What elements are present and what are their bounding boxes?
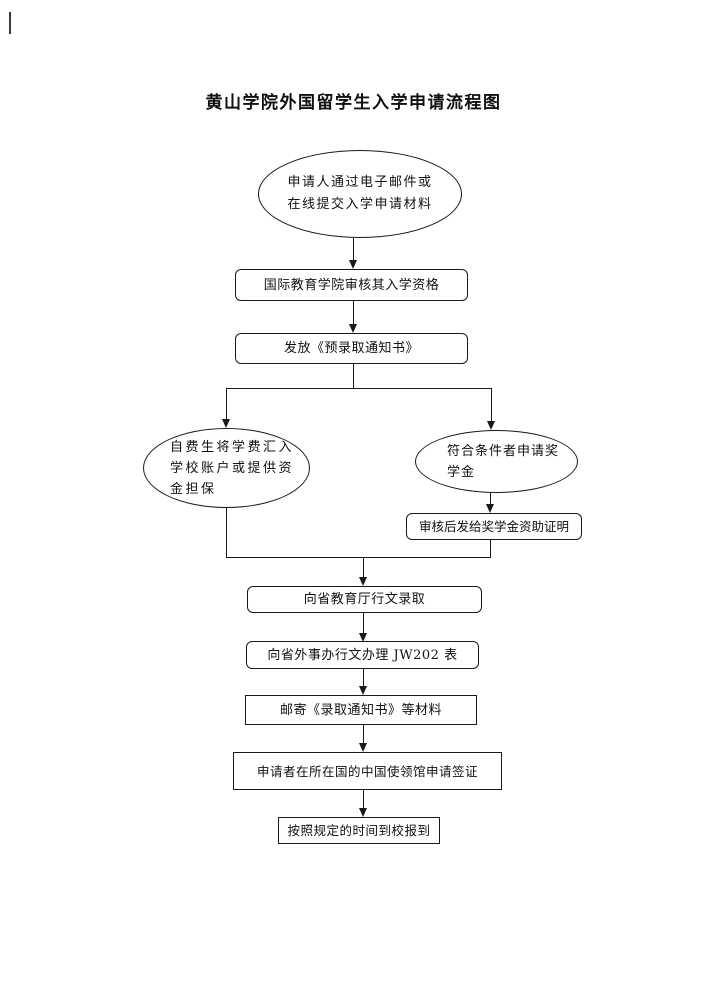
arrowhead-start-review xyxy=(348,260,357,269)
arrowhead-review-preadmission xyxy=(348,324,357,333)
connector-merge-left xyxy=(226,507,228,558)
self-funded-line2: 学校账户或提供资 xyxy=(170,460,295,476)
connector-branch-right xyxy=(491,388,493,422)
connector-jw202-mail xyxy=(363,669,365,687)
arrowhead-visa-register xyxy=(358,808,367,817)
start-ellipse-line1: 申请人通过电子邮件或 xyxy=(287,175,433,190)
jw202-label: 向省外事办行文办理 JW202 表 xyxy=(267,647,458,663)
self-funded-line1: 自费生将学费汇入 xyxy=(170,439,295,455)
connector-mail-visa xyxy=(363,725,365,744)
arrowhead-scholarship-cert xyxy=(485,504,494,513)
connector-visa-register xyxy=(363,790,365,809)
mail-notice-label: 邮寄《录取通知书》等材料 xyxy=(279,702,442,718)
pre-admission-box-label: 发放《预录取通知书》 xyxy=(283,341,419,356)
scholarship-cert-label: 审核后发给奖学金资助证明 xyxy=(418,519,569,534)
mail-notice-box: 邮寄《录取通知书》等材料 xyxy=(245,695,477,725)
jw202-box: 向省外事办行文办理 JW202 表 xyxy=(246,641,479,669)
register-label: 按照规定的时间到校报到 xyxy=(287,823,431,838)
visa-box: 申请者在所在国的中国使领馆申请签证 xyxy=(233,752,502,790)
scholarship-ellipse: 符合条件者申请奖 学金 xyxy=(415,430,578,493)
arrowhead-branch-right xyxy=(486,421,495,430)
arrowhead-branch-left xyxy=(221,419,230,428)
arrowhead-mail-visa xyxy=(358,743,367,752)
connector-merge-down xyxy=(363,558,365,578)
scholarship-line1: 符合条件者申请奖 xyxy=(447,443,560,459)
review-box-label: 国际教育学院审核其入学资格 xyxy=(263,277,440,293)
edu-dept-label: 向省教育厅行文录取 xyxy=(303,592,426,607)
register-box: 按照规定的时间到校报到 xyxy=(278,817,440,844)
arrowhead-jw202-mail xyxy=(358,686,367,695)
review-box: 国际教育学院审核其入学资格 xyxy=(235,269,468,301)
connector-edudept-jw202 xyxy=(363,613,365,634)
connector-branch-left xyxy=(226,388,228,420)
flowchart-title: 黄山学院外国留学生入学申请流程图 xyxy=(205,93,502,113)
connector-branch-stub xyxy=(353,364,355,389)
start-ellipse-line2: 在线提交入学申请材料 xyxy=(287,197,433,212)
visa-label: 申请者在所在国的中国使领馆申请签证 xyxy=(256,763,478,779)
connector-scholarship-cert xyxy=(490,493,492,504)
self-funded-line3: 金担保 xyxy=(170,481,217,497)
connector-start-review xyxy=(353,238,355,261)
connector-branch-horizontal xyxy=(226,388,492,390)
arrowhead-edudept-jw202 xyxy=(358,633,367,642)
arrowhead-merge-down xyxy=(358,577,367,586)
self-funded-ellipse: 自费生将学费汇入 学校账户或提供资 金担保 xyxy=(143,428,310,508)
text-cursor-mark xyxy=(9,12,11,34)
connector-review-preadmission xyxy=(353,301,355,325)
connector-merge-horizontal xyxy=(226,557,491,559)
connector-merge-right xyxy=(490,540,492,558)
scholarship-line2: 学金 xyxy=(447,464,476,480)
pre-admission-box: 发放《预录取通知书》 xyxy=(235,333,468,364)
scholarship-cert-box: 审核后发给奖学金资助证明 xyxy=(406,513,582,540)
start-ellipse: 申请人通过电子邮件或 在线提交入学申请材料 xyxy=(258,150,462,238)
edu-dept-box: 向省教育厅行文录取 xyxy=(247,586,482,613)
